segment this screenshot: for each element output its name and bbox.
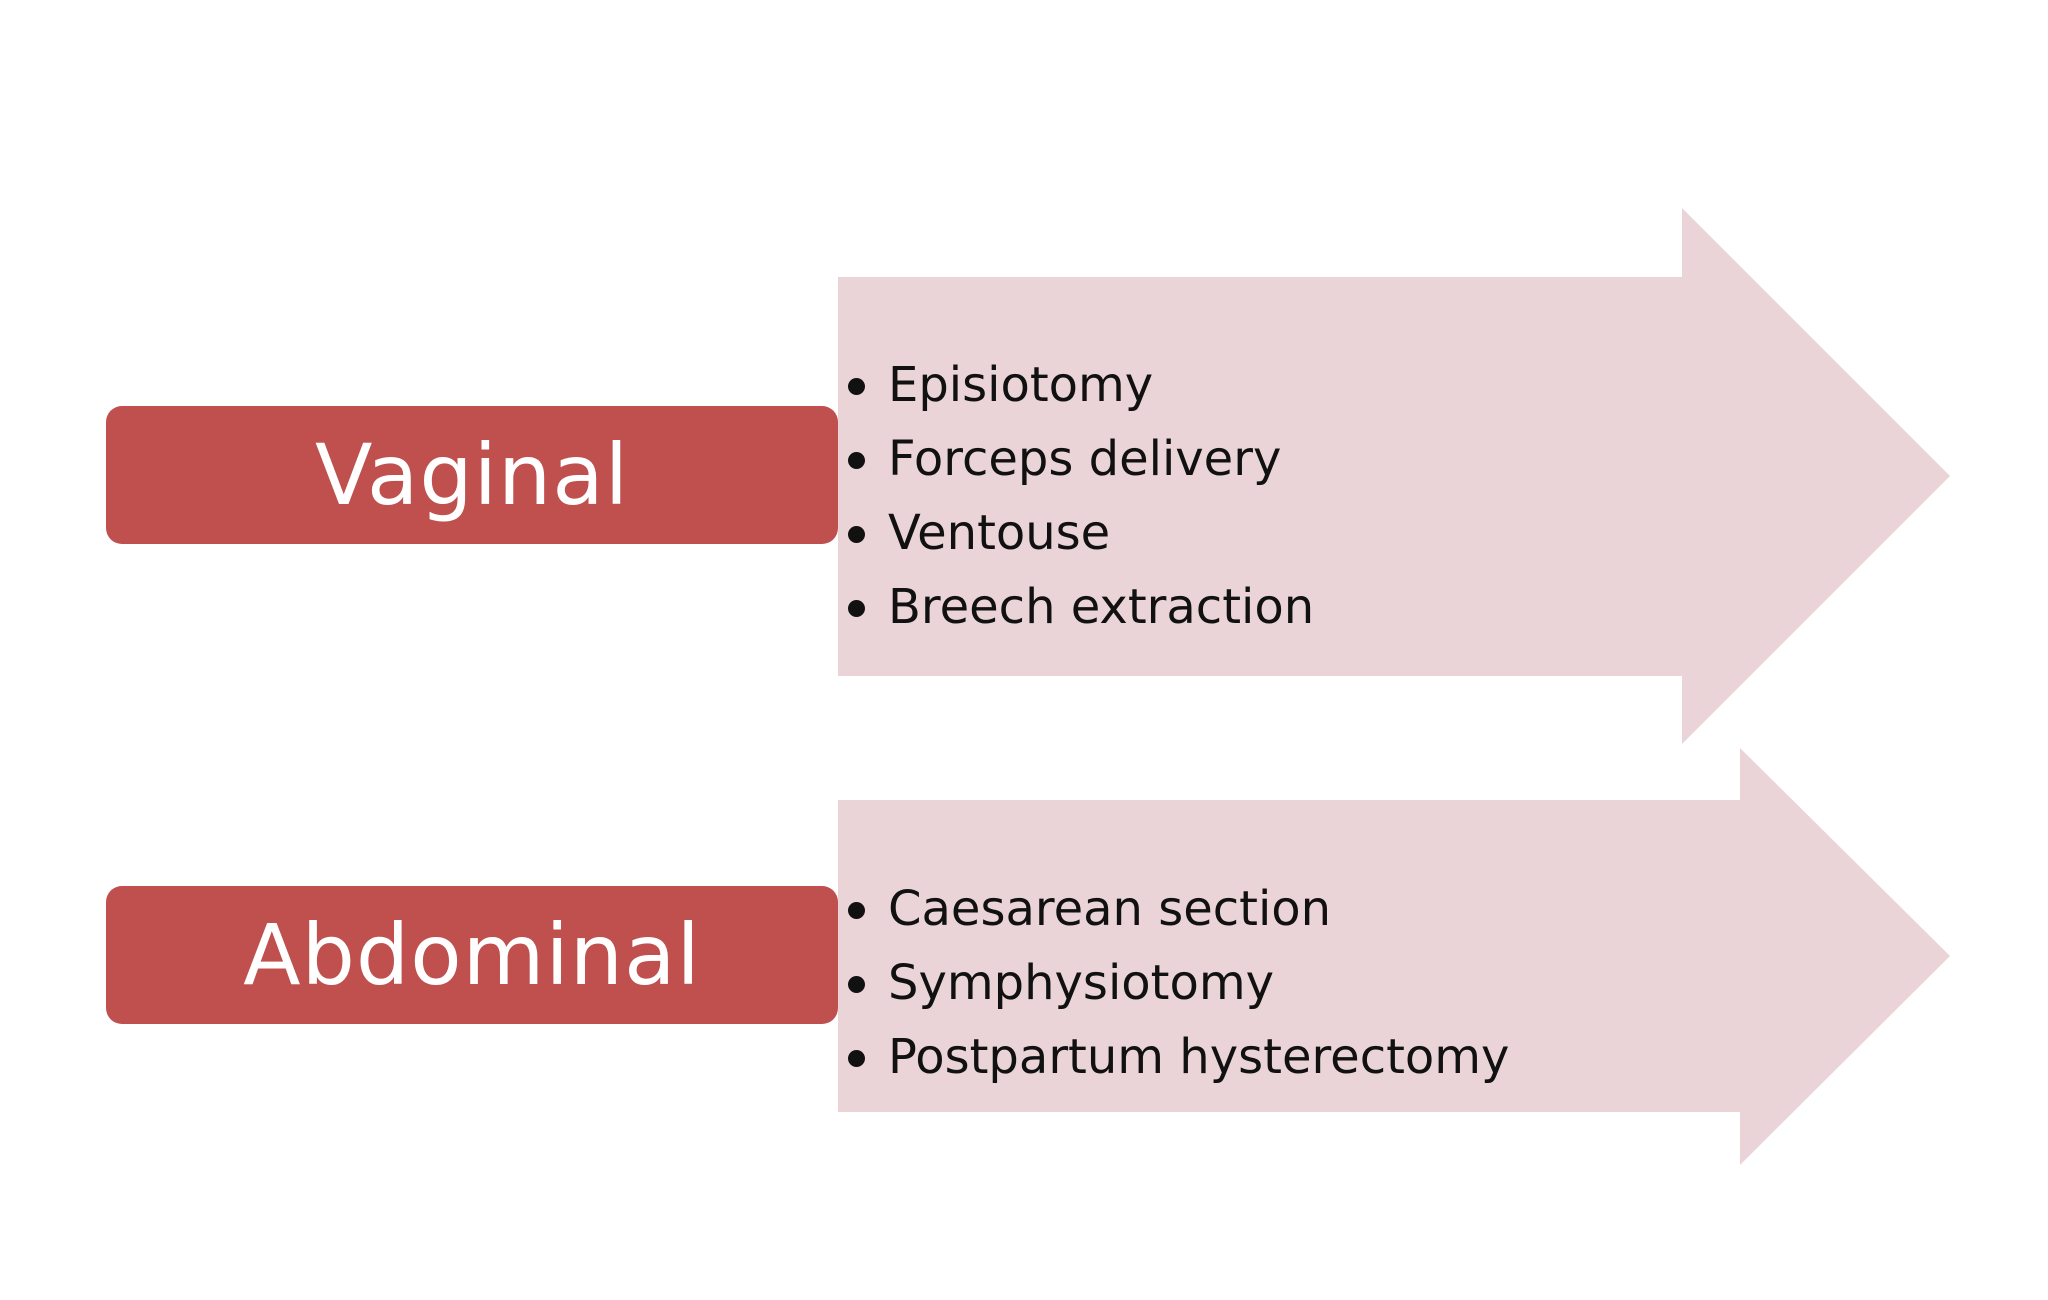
list-item: Caesarean section (848, 872, 1509, 946)
abdominal-label-box: Abdominal (106, 886, 838, 1024)
list-item: Episiotomy (848, 348, 1314, 422)
abdominal-procedure-list: Caesarean section Symphysiotomy Postpart… (848, 872, 1509, 1094)
list-item: Symphysiotomy (848, 946, 1509, 1020)
abdominal-arrow (838, 748, 1950, 1165)
vaginal-label: Vaginal (314, 426, 630, 524)
vaginal-label-box: Vaginal (106, 406, 838, 544)
abdominal-label: Abdominal (243, 906, 701, 1004)
list-item: Postpartum hysterectomy (848, 1020, 1509, 1094)
list-item: Ventouse (848, 496, 1314, 570)
list-item: Breech extraction (848, 570, 1314, 644)
list-item: Forceps delivery (848, 422, 1314, 496)
vaginal-procedure-list: Episiotomy Forceps delivery Ventouse Bre… (848, 348, 1314, 644)
vaginal-arrow (838, 208, 1950, 744)
